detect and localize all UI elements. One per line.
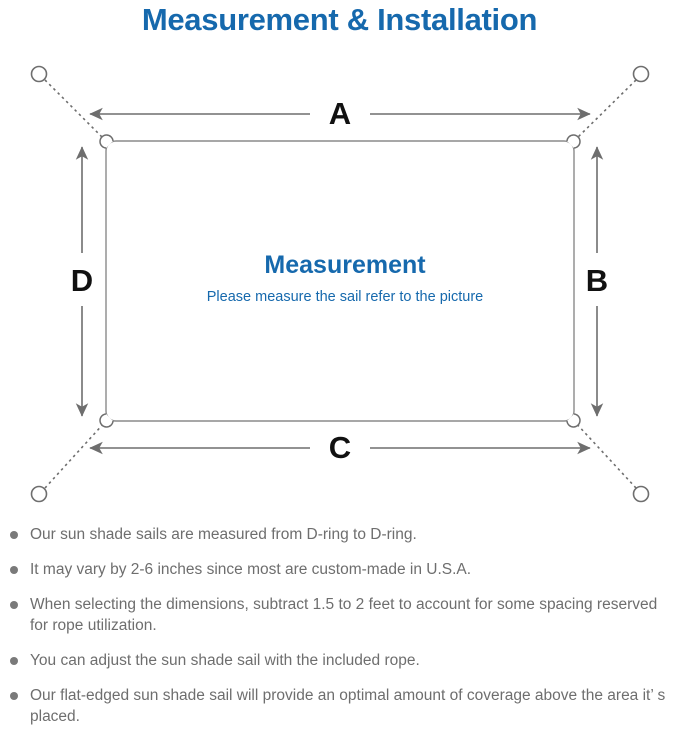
bullet-icon xyxy=(10,657,18,665)
dimension-label-b: B xyxy=(586,263,608,298)
anchor-circle-top-right xyxy=(632,65,650,83)
dimension-label-a: A xyxy=(329,96,351,131)
list-item: When selecting the dimensions, subtract … xyxy=(10,594,675,636)
sail-shape xyxy=(105,140,575,422)
diagram-center-heading: Measurement xyxy=(264,251,426,279)
d-ring-bottom-left xyxy=(99,413,114,428)
rope-top-left xyxy=(44,79,107,142)
anchor-circle-bottom-right xyxy=(632,485,650,503)
dimension-label-c: C xyxy=(329,430,351,465)
rope-top-right xyxy=(573,79,637,142)
rope-bottom-right xyxy=(573,420,637,489)
notes-list: Our sun shade sails are measured from D-… xyxy=(10,524,675,741)
rope-bottom-left xyxy=(44,420,107,489)
d-ring-bottom-right xyxy=(566,413,581,428)
rope-lines xyxy=(44,79,637,489)
list-item: Our sun shade sails are measured from D-… xyxy=(10,524,675,545)
bullet-icon xyxy=(10,531,18,539)
anchor-circles xyxy=(30,65,650,503)
note-text: When selecting the dimensions, subtract … xyxy=(30,596,658,634)
bullet-icon xyxy=(10,601,18,609)
note-text: Our flat-edged sun shade sail will provi… xyxy=(30,687,666,725)
page-title: Measurement & Installation xyxy=(141,2,538,37)
d-rings xyxy=(99,134,581,428)
d-ring-top-right xyxy=(566,134,581,149)
note-text: It may vary by 2-6 inches since most are… xyxy=(30,561,472,578)
note-text: You can adjust the sun shade sail with t… xyxy=(30,652,420,669)
d-ring-top-left xyxy=(99,134,114,149)
anchor-circle-top-left xyxy=(30,65,48,83)
dimension-label-d: D xyxy=(71,263,93,298)
bullet-icon xyxy=(10,566,18,574)
bullet-icon xyxy=(10,692,18,700)
list-item: It may vary by 2-6 inches since most are… xyxy=(10,559,675,580)
list-item: Our flat-edged sun shade sail will provi… xyxy=(10,685,675,727)
sail-measurement-diagram: A C D B Measurement Please measure the s… xyxy=(0,48,679,518)
list-item: You can adjust the sun shade sail with t… xyxy=(10,650,675,671)
diagram-center-subtext: Please measure the sail refer to the pic… xyxy=(207,289,483,305)
anchor-circle-bottom-left xyxy=(30,485,48,503)
note-text: Our sun shade sails are measured from D-… xyxy=(30,526,417,543)
